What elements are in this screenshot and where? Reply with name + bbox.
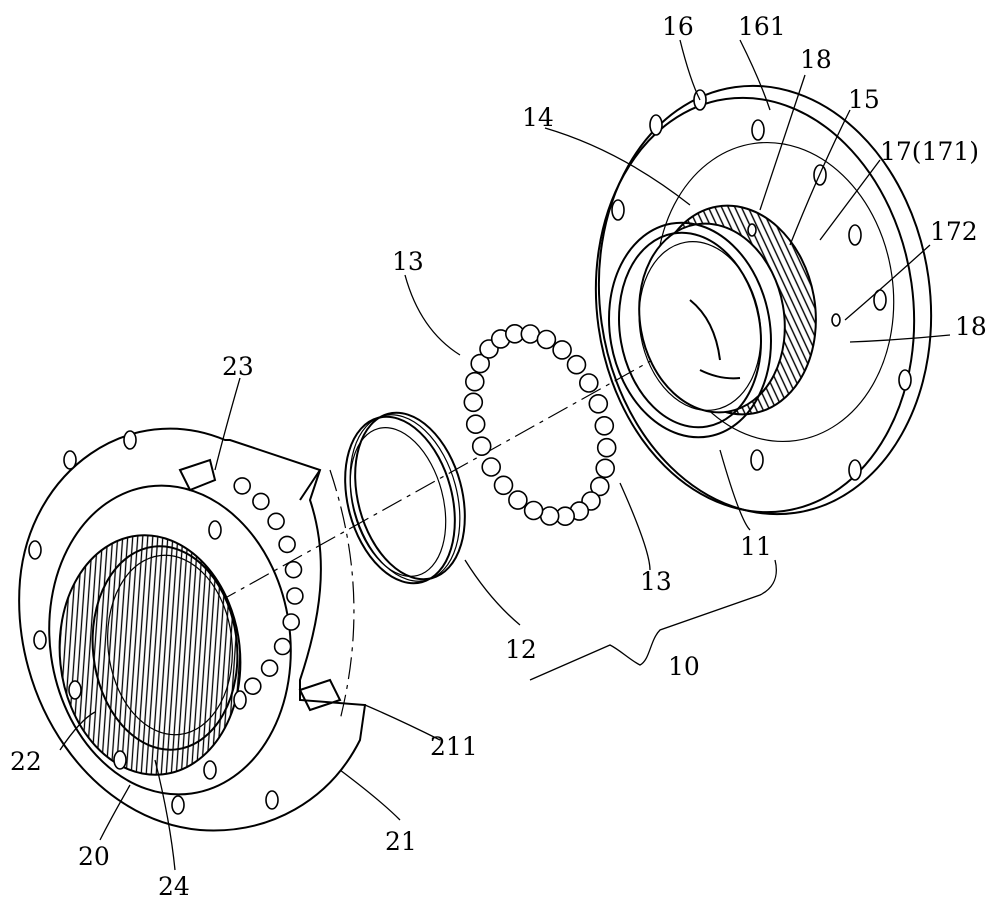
- ball: [598, 439, 616, 457]
- ball: [495, 476, 513, 494]
- ball: [589, 395, 607, 413]
- groove-balls-23: [234, 478, 303, 694]
- label-17-171: 17(171): [880, 137, 979, 166]
- label-211: 211: [430, 732, 478, 761]
- label-20: 20: [78, 842, 110, 871]
- ball: [537, 331, 555, 349]
- label-22: 22: [10, 747, 42, 776]
- groove-ball: [262, 660, 278, 676]
- ball: [509, 491, 527, 509]
- label-16: 16: [662, 12, 694, 41]
- label-13-bottom: 13: [640, 567, 672, 596]
- ball: [482, 458, 500, 476]
- groove-ball: [234, 478, 250, 494]
- label-172: 172: [930, 217, 978, 246]
- label-10: 10: [668, 652, 700, 681]
- ball: [525, 502, 543, 520]
- ball: [521, 325, 539, 343]
- ball: [580, 374, 598, 392]
- label-161: 161: [738, 12, 786, 41]
- ball: [464, 393, 482, 411]
- groove-ball: [287, 588, 303, 604]
- groove-ball: [253, 493, 269, 509]
- ball: [568, 356, 586, 374]
- ball: [467, 415, 485, 433]
- label-15: 15: [848, 85, 880, 114]
- groove-ball: [245, 678, 261, 694]
- ball: [473, 437, 491, 455]
- groove-ball: [286, 562, 302, 578]
- label-18-top: 18: [800, 45, 832, 74]
- groove-ball: [268, 513, 284, 529]
- ball: [466, 373, 484, 391]
- groove-ball: [283, 614, 299, 630]
- ball: [595, 417, 613, 435]
- label-11: 11: [740, 532, 772, 561]
- balls-13: [464, 325, 615, 525]
- label-21: 21: [385, 827, 417, 856]
- groove-ball: [275, 639, 291, 655]
- ball: [541, 507, 559, 525]
- label-23: 23: [222, 352, 254, 381]
- label-13-top: 13: [392, 247, 424, 276]
- right-assembly: [570, 64, 959, 536]
- label-24: 24: [158, 872, 190, 901]
- label-12: 12: [505, 635, 537, 664]
- groove-ball: [279, 536, 295, 552]
- ball: [596, 459, 614, 477]
- label-14: 14: [522, 103, 554, 132]
- label-18-right: 18: [955, 312, 987, 341]
- ball: [553, 341, 571, 359]
- ring-12: [328, 400, 482, 595]
- left-assembly: [19, 429, 365, 831]
